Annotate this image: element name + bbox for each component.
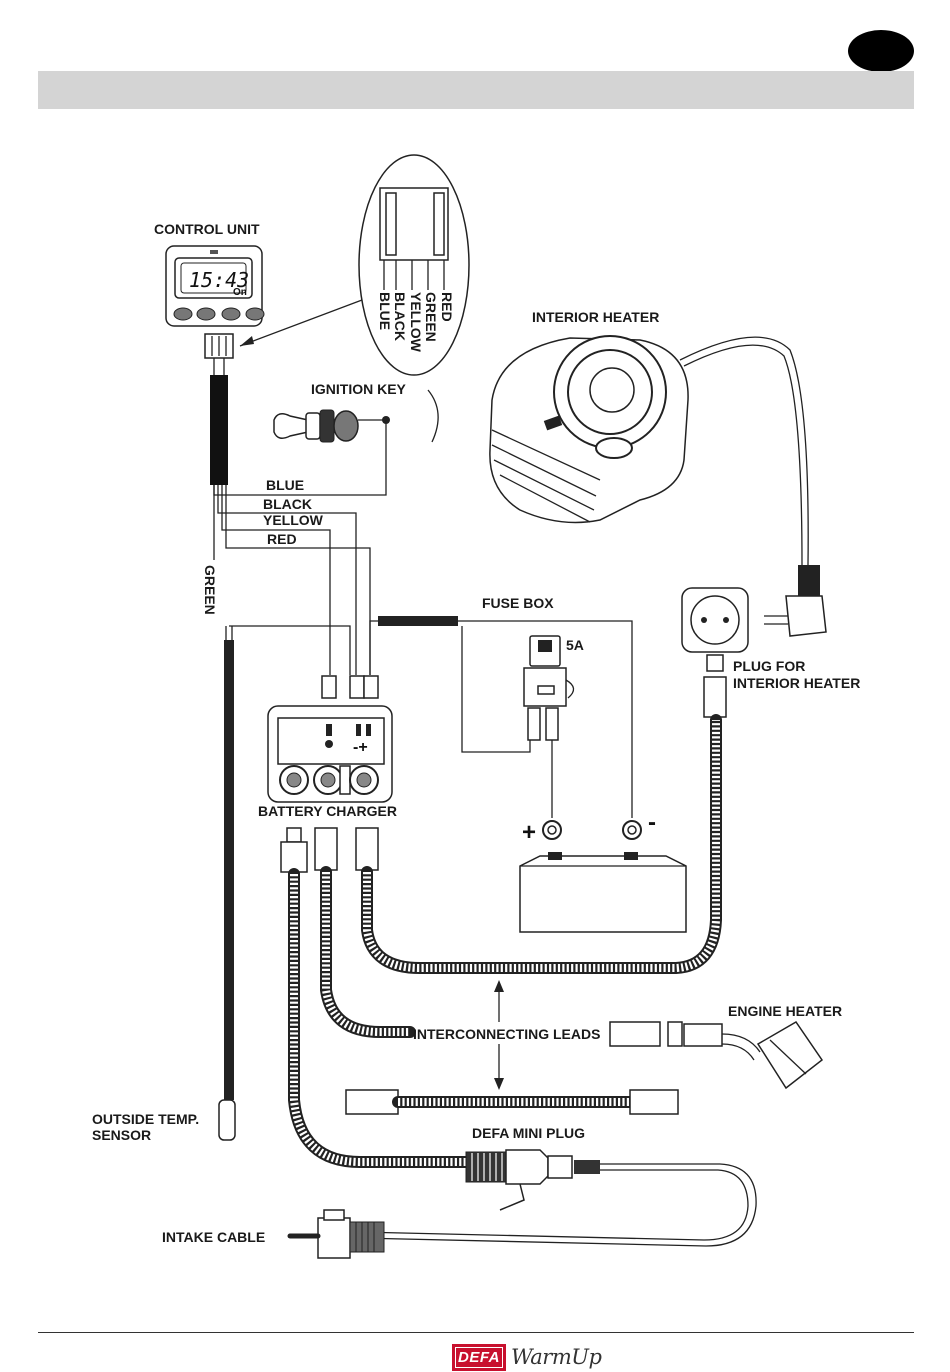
wire-label-red: RED [267, 531, 297, 547]
logo-brand: DEFA [452, 1344, 506, 1371]
logo-product: WarmUp [511, 1345, 601, 1369]
defa-warmup-logo: DEFA WarmUp [452, 1343, 601, 1371]
fuse-rating-label: 5A [566, 637, 584, 653]
ignition-key [274, 390, 438, 442]
interior-heater-label: INTERIOR HEATER [532, 309, 659, 325]
control-unit: 15:43 On [166, 246, 264, 485]
intake-cable-plug [290, 1210, 384, 1258]
pin-label-red: RED [439, 292, 455, 322]
battery-plus-label: + [522, 819, 536, 846]
defa-mini-plug [466, 1150, 600, 1210]
battery-charger-label: BATTERY CHARGER [258, 803, 397, 819]
fuse-box [370, 616, 632, 818]
defa-mini-plug-label: DEFA MINI PLUG [472, 1125, 585, 1141]
pin-label-yellow: YELLOW [408, 292, 424, 353]
pin-label-green: GREEN [423, 292, 439, 342]
interior-heater [490, 336, 808, 565]
battery [520, 821, 686, 932]
engine-heater [610, 1022, 822, 1088]
plug-label-2: INTERIOR HEATER [733, 675, 860, 691]
fuse-box-label: FUSE BOX [482, 595, 554, 611]
display-state: On [233, 287, 247, 298]
interior-heater-socket [682, 588, 748, 717]
footer-rule [38, 1332, 914, 1333]
wire-label-blue: BLUE [266, 477, 304, 493]
pin-label-blue: BLUE [377, 292, 393, 330]
battery-charger: -+ [268, 676, 392, 802]
pin-label-black: BLACK [392, 292, 408, 341]
interconnecting-leads-label: INTERCONNECTING LEADS [413, 1026, 600, 1042]
ignition-key-label: IGNITION KEY [311, 381, 407, 397]
connector-detail-bubble [240, 155, 469, 375]
control-unit-label: CONTROL UNIT [154, 221, 260, 237]
wire-label-black: BLACK [263, 496, 312, 512]
battery-minus-label: - [648, 809, 656, 836]
sensor-label-1: OUTSIDE TEMP. [92, 1111, 199, 1127]
engine-heater-label: ENGINE HEATER [728, 1003, 842, 1019]
wire-label-yellow: YELLOW [263, 512, 324, 528]
wire-label-green: GREEN [202, 565, 218, 615]
plug-label-1: PLUG FOR [733, 658, 805, 674]
intake-cable-label: INTAKE CABLE [162, 1229, 265, 1245]
svg-text:-+: -+ [353, 739, 368, 756]
sensor-label-2: SENSOR [92, 1127, 151, 1143]
interior-heater-plug [764, 565, 826, 636]
charger-output-connectors [281, 828, 378, 872]
